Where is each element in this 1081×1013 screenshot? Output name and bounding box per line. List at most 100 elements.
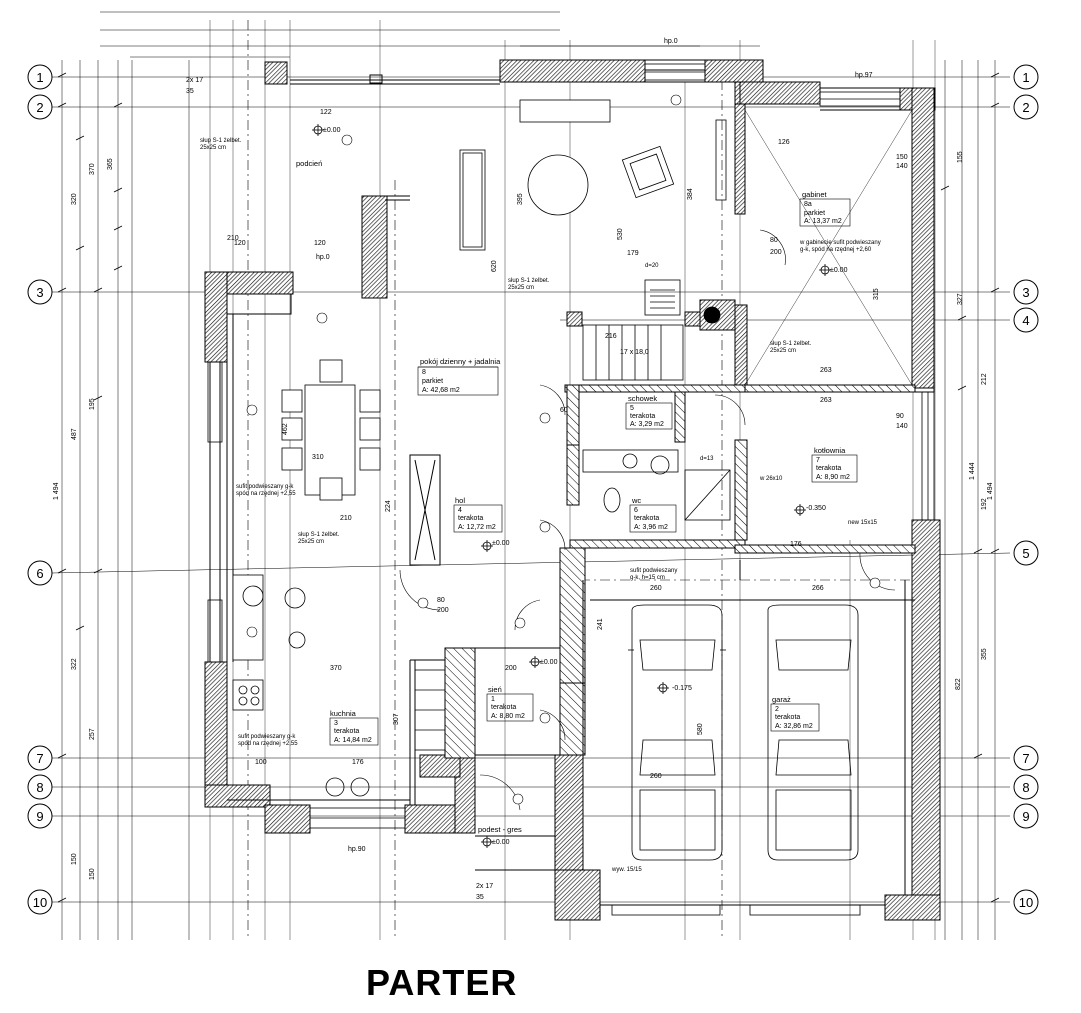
ceiling-note: sufit podwieszany g-k <box>236 484 294 490</box>
room-label-garaz: garaż 2 terakota A: 32,86 m2 <box>770 695 820 732</box>
svg-text:620: 620 <box>491 260 498 272</box>
chair <box>281 417 303 441</box>
room-label-kuchnia: kuchnia 3 terakota A: 14,84 m2 <box>329 709 379 746</box>
svg-text:8: 8 <box>422 369 426 376</box>
coffee-table <box>527 154 589 216</box>
ceiling-note: g-k, spód na rzędnej +2,60 <box>800 247 872 253</box>
axis-label: 2 <box>1022 100 1029 115</box>
svg-text:schowek: schowek <box>628 394 657 403</box>
level-label: ±0.00 <box>323 127 341 134</box>
svg-text:320: 320 <box>71 193 78 205</box>
chair <box>319 477 343 501</box>
svg-text:terakota: terakota <box>630 413 655 420</box>
svg-text:355: 355 <box>981 648 988 660</box>
svg-text:155: 155 <box>957 151 964 163</box>
ceiling-note: w gabinecie sufit podwieszany <box>799 240 881 246</box>
dim-note: d=13 <box>700 456 714 462</box>
svg-text:terakota: terakota <box>334 728 359 735</box>
svg-text:179: 179 <box>627 250 639 257</box>
svg-text:1 494: 1 494 <box>53 482 60 500</box>
column-note: 25x25 cm <box>508 285 534 291</box>
axis-label: 8 <box>36 780 43 795</box>
svg-text:216: 216 <box>605 333 617 340</box>
sofa <box>459 149 486 251</box>
exterior-walls <box>204 59 941 921</box>
svg-text:terakota: terakota <box>491 704 516 711</box>
ceiling-note: spód na rzędnej +2,55 <box>238 741 298 747</box>
svg-text:150: 150 <box>89 868 96 880</box>
hp97-label: hp.97 <box>855 72 873 79</box>
column-note: słup S-1 żelbet. <box>200 138 242 144</box>
svg-text:176: 176 <box>352 759 364 766</box>
axis-lines <box>51 76 1011 903</box>
svg-text:parkiet: parkiet <box>804 210 825 217</box>
ceiling-note: g-k, h=15 cm <box>630 575 665 581</box>
svg-text:370: 370 <box>89 163 96 175</box>
axis-label: 8 <box>1022 780 1029 795</box>
column-note: 25x25 cm <box>770 348 796 354</box>
svg-text:A: 42,68 m2: A: 42,68 m2 <box>422 387 460 394</box>
hp90-label: hp.90 <box>348 846 366 853</box>
axis-label: 4 <box>1022 313 1029 328</box>
chair <box>281 447 303 471</box>
column-note: 25x25 cm <box>298 539 324 545</box>
ceiling-note: spód na rzędnej +2,55 <box>236 491 296 497</box>
ceiling-note: sufit podwieszany <box>630 568 677 574</box>
svg-text:580: 580 <box>697 723 704 735</box>
windows <box>207 63 935 916</box>
stove <box>232 679 264 711</box>
room-label-hol: hol 4 terakota A: 12,72 m2 <box>453 496 503 533</box>
axis-label: 5 <box>1022 546 1029 561</box>
svg-text:parkiet: parkiet <box>422 378 443 385</box>
svg-text:487: 487 <box>71 428 78 440</box>
svg-text:120: 120 <box>234 240 246 247</box>
step-note: 2x 17 <box>186 77 203 84</box>
svg-text:140: 140 <box>896 163 908 170</box>
svg-text:122: 122 <box>320 109 332 116</box>
level-marks <box>312 124 831 848</box>
column-note: 25x25 cm <box>200 145 226 151</box>
step-note: 35 <box>476 894 484 901</box>
svg-text:370: 370 <box>330 665 342 672</box>
column-note: słup S-1 żelbet. <box>298 532 340 538</box>
axis-markers-right: 1 2 3 4 5 7 8 9 10 <box>1013 64 1039 915</box>
toilet <box>603 487 621 513</box>
svg-text:6: 6 <box>634 507 638 514</box>
svg-text:150: 150 <box>896 154 908 161</box>
gabinet-x <box>744 109 913 386</box>
axis-label: 10 <box>1019 895 1033 910</box>
svg-text:384: 384 <box>687 188 694 200</box>
svg-text:terakota: terakota <box>775 714 800 721</box>
podcien-label: podcień <box>296 159 322 168</box>
svg-text:322: 322 <box>71 658 78 670</box>
svg-text:7: 7 <box>816 457 820 464</box>
axis-label: 7 <box>1022 751 1029 766</box>
chair <box>319 359 343 383</box>
level-label: ±0.00 <box>540 659 558 666</box>
axis-label: 9 <box>36 809 43 824</box>
dim-note: w 26x10 <box>759 476 783 482</box>
svg-text:150: 150 <box>71 853 78 865</box>
furniture <box>232 99 731 797</box>
axis-label: 9 <box>1022 809 1029 824</box>
kitchen-counter <box>232 574 264 661</box>
svg-text:A: 12,72 m2: A: 12,72 m2 <box>458 524 496 531</box>
axis-label: 7 <box>36 751 43 766</box>
svg-text:sień: sień <box>488 685 502 694</box>
axis-label: 2 <box>36 100 43 115</box>
svg-text:terakota: terakota <box>634 515 659 522</box>
step-note: 2x 17 <box>476 883 493 890</box>
svg-text:210: 210 <box>227 235 239 242</box>
dim-note: new 15x15 <box>848 520 878 526</box>
stairs <box>582 324 684 381</box>
chair <box>359 417 381 441</box>
dimension-numbers: 1 494 1 494 1 444 822 355 320 370 365 48… <box>53 109 994 880</box>
chair <box>359 447 381 471</box>
level-label: ±0.00 <box>492 540 510 547</box>
room-label-living: pokój dzienny + jadalnia 8 parkiet A: 42… <box>417 357 501 396</box>
column-note: słup S-1 żelbet. <box>508 278 550 284</box>
room-label-schowek: schowek 5 terakota A: 3,29 m2 <box>625 394 673 430</box>
svg-text:120: 120 <box>314 240 326 247</box>
chimney <box>644 279 681 316</box>
